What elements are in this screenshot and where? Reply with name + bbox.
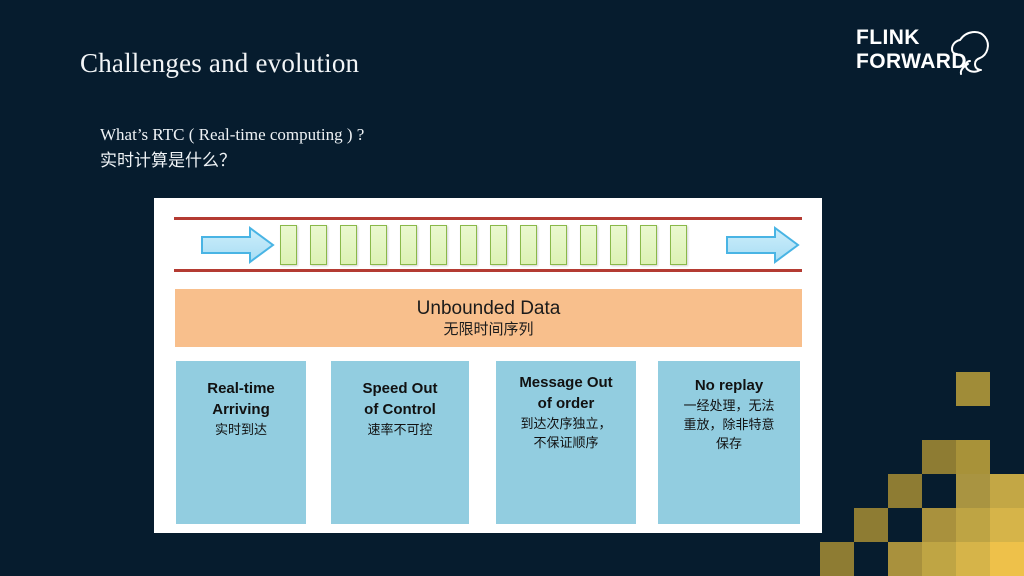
gold-square [854,508,888,542]
event-bar [460,225,477,265]
banner-chinese: 无限时间序列 [443,320,534,338]
event-bar [610,225,627,265]
gold-square [922,508,956,542]
event-bar [370,225,387,265]
question-block: What’s RTC ( Real-time computing ) ? 实时计… [100,122,364,174]
event-bar [550,225,567,265]
stream-rail-bottom [174,269,802,272]
event-bar [280,225,297,265]
gold-square [956,542,990,576]
gold-square [990,508,1024,542]
question-chinese: 实时计算是什么？ [100,151,236,170]
gold-square [922,542,956,576]
outflow-arrow-right-icon [726,226,800,264]
stream-rail-top [174,217,802,220]
event-bar [580,225,597,265]
event-bar [520,225,537,265]
gold-square [990,542,1024,576]
gold-square [956,508,990,542]
card-chinese: 速率不可控 [367,422,433,437]
banner-english: Unbounded Data [416,297,561,319]
event-bar [670,225,687,265]
question-english: What’s RTC ( Real-time computing ) ? [100,125,365,144]
event-bar [400,225,417,265]
gold-square [956,440,990,474]
squirrel-icon [951,31,989,75]
card-no-replay: No replay 一经处理，无法重放，除非特意保存 [658,361,800,524]
card-english: No replay [694,377,764,394]
flink-forward-logo: FLINK FORWARD [856,24,996,80]
event-bar [310,225,327,265]
gold-square [956,474,990,508]
unbounded-stream-graphic [174,217,802,272]
gold-square [922,440,956,474]
logo-line-1: FLINK [856,26,920,49]
inflow-arrow-right-icon [201,226,275,264]
gold-square [956,372,990,406]
event-bar [340,225,357,265]
logo-line-2: FORWARD [856,50,967,73]
event-bar [640,225,657,265]
card-chinese: 实时到达 [214,422,267,437]
event-bar [490,225,507,265]
gold-square [888,542,922,576]
page-title: Challenges and evolution [80,48,360,78]
unbounded-data-banner: Unbounded Data 无限时间序列 [175,289,802,347]
gold-square [888,474,922,508]
gold-square [820,542,854,576]
gold-checkerboard-decoration [820,372,1024,576]
card-chinese: 到达次序独立，不保证顺序 [520,416,612,450]
event-bar [430,225,447,265]
card-chinese: 一经处理，无法重放，除非特意保存 [683,398,775,451]
gold-square [990,474,1024,508]
